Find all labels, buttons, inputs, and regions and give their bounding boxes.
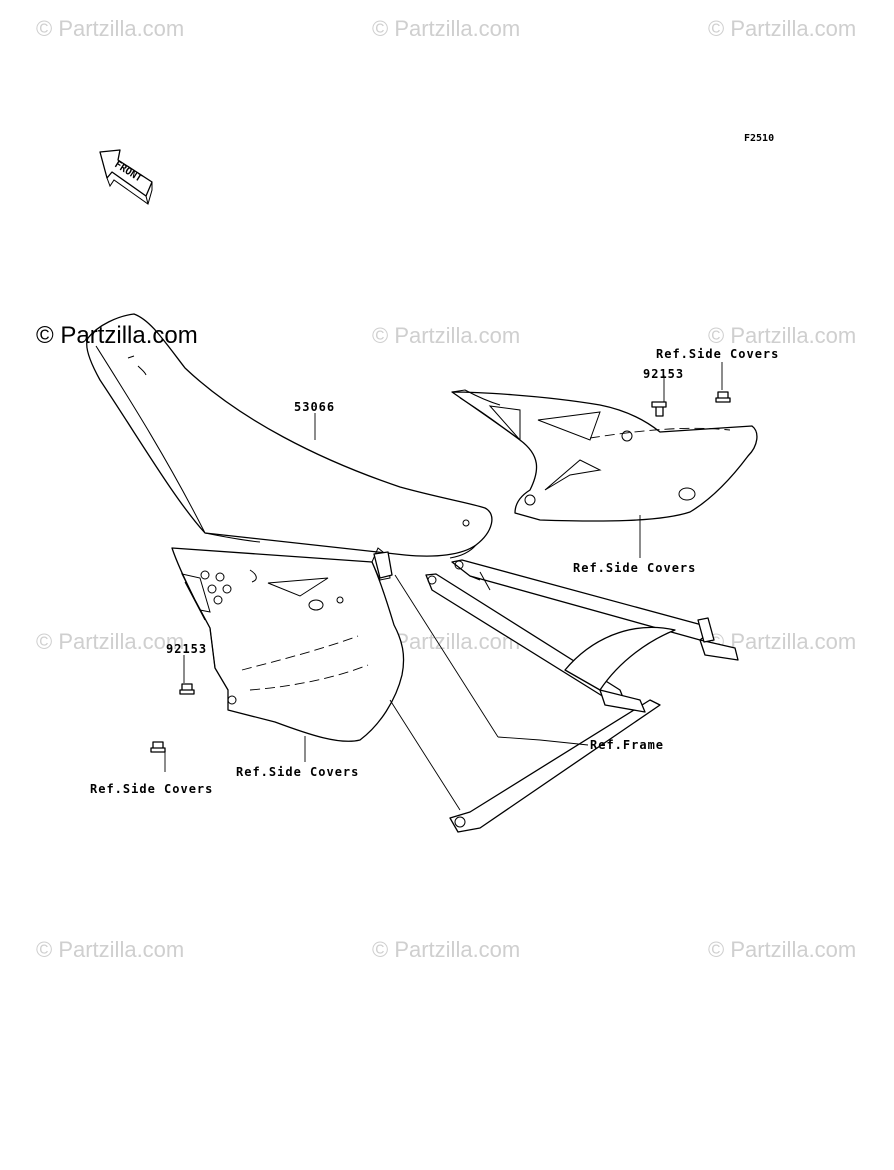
left-side-cover-part [171,547,405,742]
watermark: © Partzilla.com [36,16,184,41]
bolt-icon [651,401,667,417]
watermark-prominent: © Partzilla.com [36,322,198,349]
watermark: © Partzilla.com [36,937,184,962]
leader-lines [164,362,723,811]
bolt-icon [150,741,166,753]
callout-ref-side-covers-left-lower: Ref.Side Covers [236,765,359,779]
bolt-icon [179,683,195,695]
watermark: © Partzilla.com [708,937,856,962]
figure-code: F2510 [744,133,774,144]
right-side-cover-part [451,389,758,522]
callout-bolt-left: 92153 [166,642,207,656]
watermark: © Partzilla.com [372,937,520,962]
callout-ref-side-covers-left-bottom: Ref.Side Covers [90,782,213,796]
callout-bolt-right: 92153 [643,367,684,381]
watermark: © Partzilla.com [372,323,520,348]
front-arrow-icon: FRONT [99,149,153,205]
callout-seat: 53066 [294,400,335,414]
watermark: © Partzilla.com [708,16,856,41]
callout-ref-frame: Ref.Frame [590,738,664,752]
watermark-grid: © Partzilla.com © Partzilla.com © Partzi… [36,16,856,962]
watermark: © Partzilla.com [708,323,856,348]
frame-part [373,551,739,833]
callout-ref-side-covers-top: Ref.Side Covers [656,347,779,361]
bolt-icon [715,391,731,403]
watermark: © Partzilla.com [36,629,184,654]
callout-ref-side-covers-right: Ref.Side Covers [573,561,696,575]
watermark: © Partzilla.com [372,16,520,41]
seat-part [86,313,493,559]
